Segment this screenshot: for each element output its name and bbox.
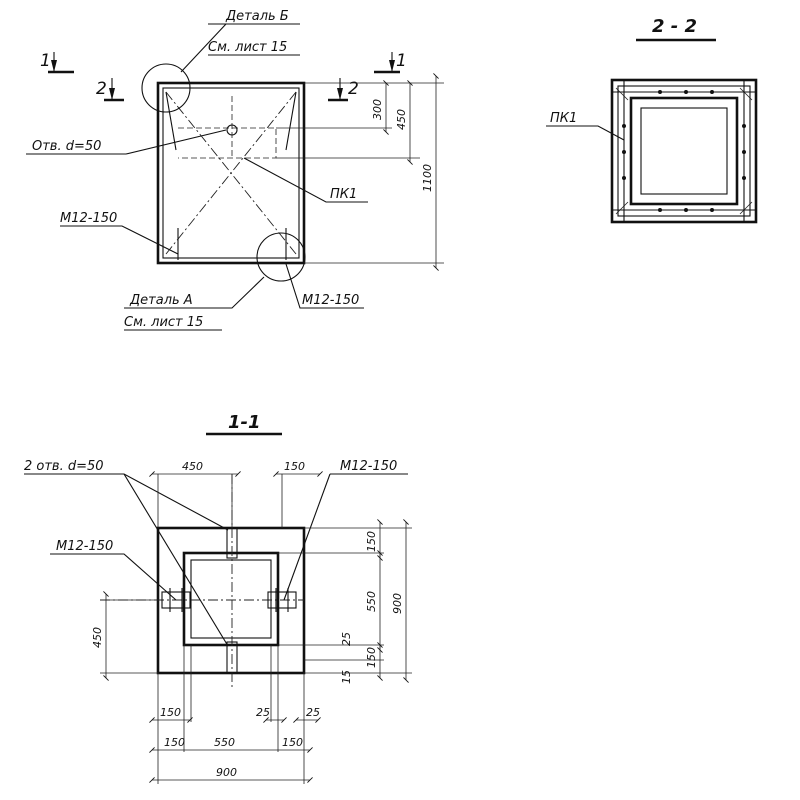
bolt-label-left: М12-150: [60, 211, 117, 226]
bolt-label-top: М12-150: [340, 459, 397, 474]
detail-b-ref: См. лист 15: [208, 40, 287, 55]
section-2-title: 2 - 2: [652, 16, 697, 37]
dim-bottom-25b: 25: [306, 706, 320, 719]
section-2-outer: [610, 78, 758, 224]
bolt-right-icon: [267, 588, 297, 612]
dim-450: 450: [395, 109, 408, 130]
dim-1100: 1100: [421, 164, 434, 192]
dim-right-150: 150: [365, 531, 378, 552]
dim-bottom-150-left: 150: [164, 736, 185, 749]
section-mark-2-label-right: 2: [348, 79, 359, 99]
dim-right-550: 550: [365, 591, 378, 612]
dim-right-15: 15: [340, 670, 353, 684]
dim-bottom-900: 900: [216, 766, 237, 779]
section-mark-1-label-right: 1: [396, 51, 407, 71]
dim-bottom-550: 550: [214, 736, 235, 749]
dim-right-900: 900: [391, 593, 404, 614]
dim-left-450: 450: [91, 627, 104, 648]
section-mark-2-right: 2: [328, 78, 359, 102]
detail-b-title: Деталь Б: [225, 9, 289, 24]
bolt-label-left-section: М12-150: [56, 539, 113, 554]
section-2-inner: [640, 107, 728, 195]
dim-bottom-150: 150: [160, 706, 181, 719]
detail-a-title: Деталь А: [129, 293, 193, 308]
section-mark-1-left: 1: [40, 51, 74, 74]
view-top: 1 2 2 1: [26, 9, 444, 331]
hole-label: Отв. d=50: [32, 139, 101, 154]
block-outline: [156, 81, 306, 265]
section-1-title: 1-1: [228, 412, 261, 433]
dim-bottom-150-right: 150: [282, 736, 303, 749]
section-2-frame-label: ПК1: [550, 111, 577, 126]
detail-a-ref: См. лист 15: [124, 315, 203, 330]
dim-top-450: 450: [182, 460, 203, 473]
detail-a-circle: [256, 232, 306, 282]
section-mark-1-label: 1: [40, 51, 51, 71]
section-1-frame-outer: [182, 551, 280, 647]
section-1-frame-inner: [190, 559, 272, 639]
view-section-1-1: 1-1 2 отв. d=50 М12-150 М12-150: [24, 412, 412, 784]
section-mark-2-label-left: 2: [96, 79, 107, 99]
section-2-frame: [629, 96, 739, 206]
bolt-left-icon: [161, 588, 191, 612]
dim-bottom-25a: 25: [256, 706, 270, 719]
section-mark-1-right: 1: [374, 51, 407, 74]
holes-label: 2 отв. d=50: [24, 459, 104, 474]
dim-right-25: 25: [340, 632, 353, 646]
frame-label: ПК1: [330, 187, 357, 202]
hole-bottom: [226, 641, 238, 674]
section-mark-2-left: 2: [96, 78, 124, 102]
hole-icon: [226, 124, 238, 136]
block-inner-outline: [162, 87, 300, 259]
dim-300: 300: [371, 99, 384, 120]
dim-top-150: 150: [284, 460, 305, 473]
detail-b-circle: [141, 63, 191, 113]
dim-right-150b: 150: [365, 647, 378, 668]
section-2-rebar-dots: [622, 90, 746, 212]
view-section-2-2: 2 - 2 ПК1: [546, 16, 758, 224]
bolt-label-right: М12-150: [302, 293, 359, 308]
section-1-outer: [156, 526, 306, 675]
